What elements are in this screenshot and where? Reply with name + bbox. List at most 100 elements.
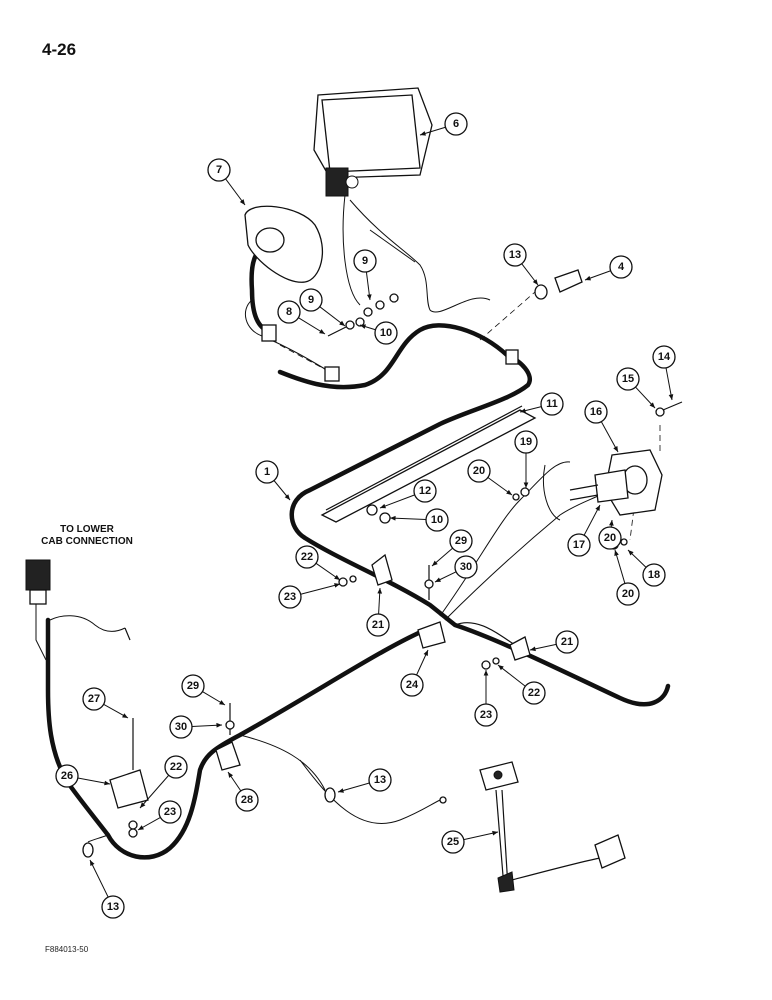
callout-label: 17 <box>573 539 585 551</box>
callout-label: 22 <box>301 551 313 563</box>
callout-arrowhead <box>216 722 222 728</box>
callout-circle <box>295 545 319 569</box>
callout-label: 10 <box>431 514 443 526</box>
callout-30: 30 <box>169 715 223 739</box>
callout-10: 10 <box>389 508 449 532</box>
callout-arrowhead <box>138 825 144 830</box>
callout-label: 9 <box>308 294 314 306</box>
callout-22: 22 <box>295 545 341 581</box>
callout-leader <box>614 549 626 584</box>
callout-circle <box>277 300 301 324</box>
callout-arrowhead <box>595 505 600 511</box>
clip-21a <box>371 553 393 586</box>
callout-label: 26 <box>61 770 73 782</box>
callout-circle <box>353 249 377 273</box>
callout-16: 16 <box>584 400 619 453</box>
switch-4 <box>554 269 583 293</box>
callout-label: 15 <box>622 373 634 385</box>
callout-label: 13 <box>374 774 386 786</box>
callout-arrowhead <box>523 482 529 488</box>
callout-circle <box>598 526 622 550</box>
callout-circle <box>567 533 591 557</box>
callout-arrowhead <box>432 560 438 566</box>
callout-arrowhead <box>628 550 634 556</box>
callout-label: 13 <box>107 901 119 913</box>
callout-circle <box>235 788 259 812</box>
callout-circle <box>454 555 478 579</box>
callout-circle <box>164 755 188 779</box>
callout-label: 30 <box>460 561 472 573</box>
callout-circle <box>642 563 666 587</box>
callout-arrowhead <box>506 489 512 495</box>
callout-circle <box>555 630 579 654</box>
callout-label: 22 <box>528 687 540 699</box>
callout-9: 9 <box>353 249 377 301</box>
callout-label: 20 <box>622 588 634 600</box>
callout-circle <box>169 715 193 739</box>
callout-circle <box>540 392 564 416</box>
callout-circle <box>181 674 205 698</box>
callout-circle <box>444 112 468 136</box>
ring-terminal-13c <box>82 842 94 858</box>
callout-arrowhead <box>377 588 383 594</box>
callout-leader <box>497 664 526 687</box>
callout-label: 14 <box>658 351 671 363</box>
callout-label: 19 <box>520 436 532 448</box>
callout-label: 24 <box>406 679 419 691</box>
callout-circle <box>207 158 231 182</box>
callout-arrowhead <box>423 650 428 656</box>
callout-label: 21 <box>372 619 384 631</box>
callout-25: 25 <box>441 830 499 854</box>
callout-22: 22 <box>497 664 546 705</box>
callout-arrowhead <box>228 772 234 778</box>
callout-arrowhead <box>334 583 340 588</box>
callout-label: 10 <box>380 327 392 339</box>
callout-label: 13 <box>509 249 521 261</box>
callout-arrowhead <box>122 713 128 718</box>
callout-arrowhead <box>338 788 344 793</box>
work-lamp-6 <box>313 87 433 197</box>
callout-leader <box>89 859 109 898</box>
callout-30: 30 <box>434 555 478 583</box>
clip-21b <box>509 636 531 661</box>
callout-arrowhead <box>435 577 441 582</box>
callout-label: 27 <box>88 693 100 705</box>
callout-label: 9 <box>362 255 368 267</box>
callout-circle <box>55 764 79 788</box>
page-number: 4-26 <box>42 40 77 59</box>
callout-circle <box>413 479 437 503</box>
callout-arrowhead <box>483 670 489 676</box>
callout-1: 1 <box>255 460 291 501</box>
callout-label: 1 <box>264 466 270 478</box>
channel-11 <box>320 405 537 523</box>
callout-circle <box>366 613 390 637</box>
clip-28 <box>215 741 241 771</box>
callout-arrowhead <box>614 550 619 556</box>
sender-25 <box>479 761 626 893</box>
lamp-7 <box>244 205 324 283</box>
callout-circle <box>609 255 633 279</box>
callout-circle <box>368 768 392 792</box>
callout-label: 28 <box>241 794 253 806</box>
ring-terminal-13b <box>324 787 336 803</box>
callout-13: 13 <box>503 243 539 286</box>
callout-arrowhead <box>360 324 366 329</box>
callout-13: 13 <box>89 859 125 919</box>
callout-label: 6 <box>453 118 459 130</box>
callout-label: 12 <box>419 485 431 497</box>
callout-circle <box>503 243 527 267</box>
callout-15: 15 <box>616 367 656 409</box>
callout-leader <box>389 517 427 521</box>
callout-leader <box>379 494 415 509</box>
callout-28: 28 <box>227 771 259 812</box>
callout-23: 23 <box>137 800 182 831</box>
callout-10: 10 <box>359 321 398 345</box>
callout-18: 18 <box>627 549 666 587</box>
ring-terminal-13a <box>534 284 548 300</box>
callout-label: 7 <box>216 164 222 176</box>
callout-29: 29 <box>181 674 226 706</box>
callout-17: 17 <box>567 504 601 557</box>
callout-label: 22 <box>170 761 182 773</box>
callout-label: 20 <box>473 465 485 477</box>
